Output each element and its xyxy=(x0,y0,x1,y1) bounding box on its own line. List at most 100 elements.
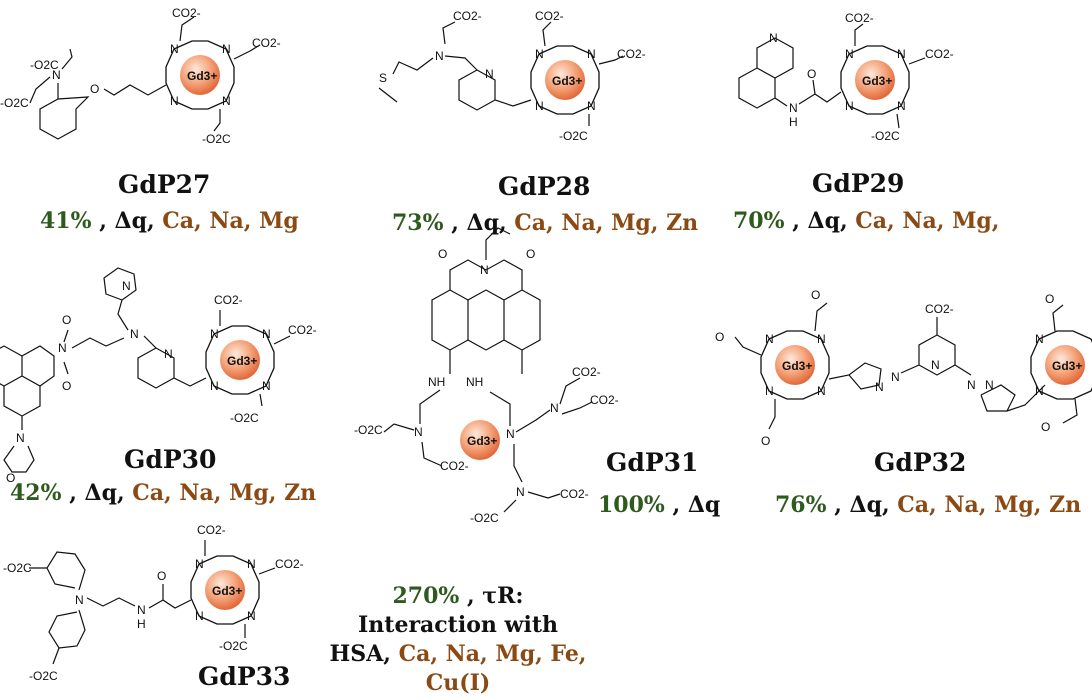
atom-o: O xyxy=(62,379,71,393)
atom-n: N xyxy=(210,379,219,393)
atom-n: N xyxy=(550,401,559,415)
atom-n: N xyxy=(58,341,67,355)
atom-co2: CO2- xyxy=(535,9,564,23)
atom-o: O xyxy=(90,82,99,96)
gd-sphere xyxy=(855,60,895,100)
gd-label: Gd3+ xyxy=(467,434,497,448)
atom-co2: CO2- xyxy=(925,302,954,316)
gd-sphere xyxy=(1045,345,1085,385)
atom-n: N xyxy=(587,47,596,61)
atom-n: N xyxy=(985,378,994,392)
atom-o: O xyxy=(438,247,447,261)
atom-co2: CO2- xyxy=(288,323,317,337)
atom-n: N xyxy=(845,99,854,113)
structure-gdp32: Gd3+ N N N N O O O N N N CO2- N N xyxy=(715,288,1092,448)
caption-gdp31: 100% , Δq xyxy=(598,492,721,518)
atom-o2c: -O2C xyxy=(30,58,59,72)
atom-n: N xyxy=(170,94,179,108)
atom-n: N xyxy=(485,67,494,81)
atom-h: H xyxy=(137,617,146,631)
atom-n: N xyxy=(535,47,544,61)
atom-n: N xyxy=(247,557,256,571)
atom-s: S xyxy=(379,71,387,85)
compound-name-gdp28: GdP28 xyxy=(498,172,591,201)
atom-o: O xyxy=(807,67,816,81)
atom-o2c: -O2C xyxy=(3,561,32,575)
atom-n: N xyxy=(765,332,774,346)
compound-name-gdp33: GdP33 xyxy=(198,662,291,691)
atom-n: N xyxy=(845,47,854,61)
caption-gdp30: 42% , Δq, Ca, Na, Mg, Zn xyxy=(10,480,317,506)
atom-co2: CO2- xyxy=(572,365,601,379)
compound-name-gdp32: GdP32 xyxy=(874,448,967,477)
atom-n: N xyxy=(535,99,544,113)
atom-n: N xyxy=(897,47,906,61)
atom-o: O xyxy=(6,471,15,485)
atom-n: N xyxy=(262,379,271,393)
atom-n: N xyxy=(164,347,173,361)
gd-sphere xyxy=(180,55,220,95)
atom-co2: CO2- xyxy=(275,557,304,571)
atom-o: O xyxy=(715,330,724,344)
atom-o2c: -O2C xyxy=(29,669,58,683)
atom-n: N xyxy=(587,99,596,113)
compound-name-gdp30: GdP30 xyxy=(124,445,217,474)
atom-o: O xyxy=(157,569,166,583)
atom-n: N xyxy=(1035,384,1044,398)
atom-o2c: -O2C xyxy=(230,411,259,425)
atom-n: N xyxy=(16,431,25,445)
atom-o: O xyxy=(1041,420,1050,434)
atom-n: N xyxy=(480,263,489,277)
gd-label: Gd3+ xyxy=(782,359,812,373)
caption-gdp27: 41% , Δq, Ca, Na, Mg xyxy=(40,208,299,234)
atom-co2: CO2- xyxy=(925,47,954,61)
atom-n: N xyxy=(222,42,231,56)
atom-n: N xyxy=(222,94,231,108)
compound-name-gdp29: GdP29 xyxy=(812,169,905,198)
gd-label: Gd3+ xyxy=(552,74,582,88)
atom-n: N xyxy=(435,49,444,63)
atom-co2: CO2- xyxy=(252,36,281,50)
gd-sphere xyxy=(220,340,260,380)
structure-gdp31: Gd3+ N O O NH NH N -O2C CO2- N N CO2- xyxy=(354,227,619,525)
atom-h: H xyxy=(789,115,798,129)
structure-gdp27: Gd3+ N N N N CO2- CO2- -O2C O N -O2C -O2… xyxy=(0,6,281,146)
structure-gdp30: Gd3+ N N N N CO2- CO2- -O2C N N N N O O xyxy=(0,267,317,485)
caption-gdp32: 76% , Δq, Ca, Na, Mg, Zn xyxy=(775,492,1082,518)
structure-gdp29: Gd3+ N N N N CO2- CO2- -O2C O N H N xyxy=(738,11,954,143)
atom-n: N xyxy=(789,101,798,115)
atom-n: N xyxy=(195,557,204,571)
atom-n: N xyxy=(247,609,256,623)
atom-n: N xyxy=(75,593,84,607)
gd-label: Gd3+ xyxy=(187,69,217,83)
caption-gdp29: 70% , Δq, Ca, Na, Mg, xyxy=(733,208,1000,234)
atom-co2: CO2- xyxy=(440,459,469,473)
structure-gdp28: Gd3+ N N N N CO2- CO2- -O2C N N CO2- S xyxy=(378,9,646,143)
atom-n: N xyxy=(210,327,219,341)
atom-o2c: -O2C xyxy=(219,639,248,653)
atom-o: O xyxy=(62,313,71,327)
atom-n: N xyxy=(769,31,778,45)
atom-o2c: -O2C xyxy=(871,129,900,143)
atom-nh: NH xyxy=(466,375,483,389)
atom-n: N xyxy=(817,384,826,398)
atom-n: N xyxy=(891,370,900,384)
gd-sphere xyxy=(460,420,500,460)
atom-o2c: -O2C xyxy=(354,423,383,437)
compound-name-gdp31: GdP31 xyxy=(606,448,699,477)
atom-n: N xyxy=(1035,332,1044,346)
gd-sphere xyxy=(205,570,245,610)
atom-co2: CO2- xyxy=(845,11,874,25)
atom-n: N xyxy=(122,279,131,293)
atom-o2c: -O2C xyxy=(559,129,588,143)
atom-co2: CO2- xyxy=(214,293,243,307)
gd-sphere xyxy=(775,345,815,385)
atom-co2: CO2- xyxy=(172,6,201,20)
gd-label: Gd3+ xyxy=(862,74,892,88)
atom-n: N xyxy=(195,609,204,623)
atom-n: N xyxy=(52,68,61,82)
gd-label: Gd3+ xyxy=(1052,359,1082,373)
atom-n: N xyxy=(137,603,146,617)
